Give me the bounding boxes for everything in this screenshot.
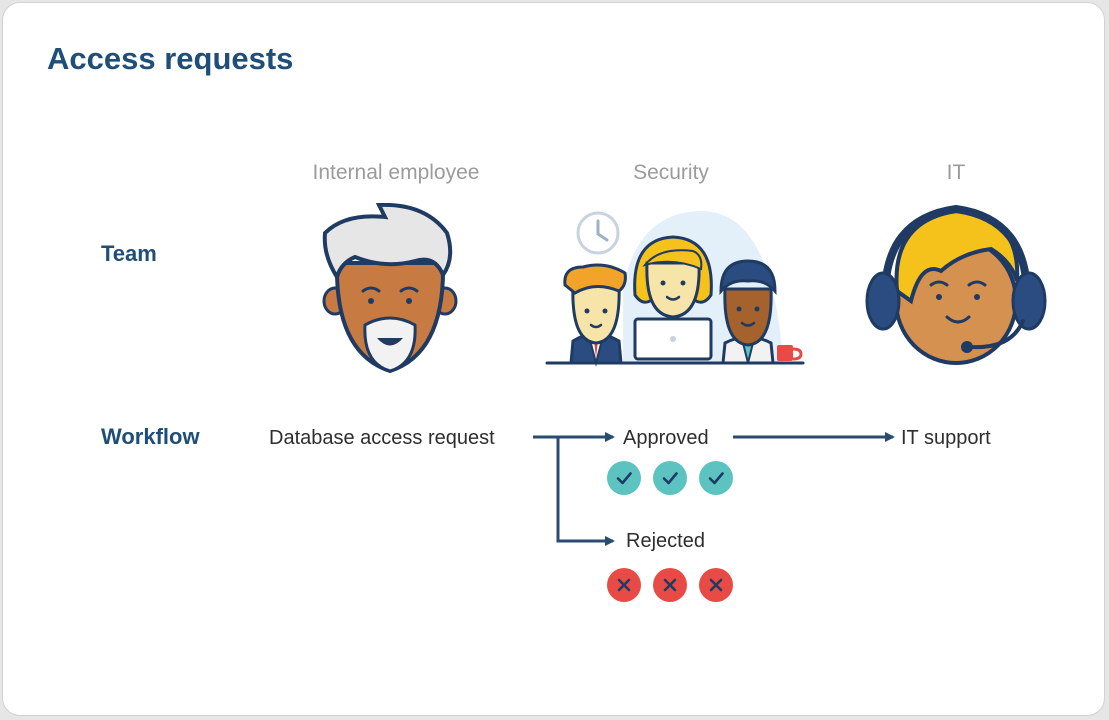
workflow-step-request: Database access request (269, 427, 495, 449)
laptop-icon (633, 317, 713, 361)
column-header-security: Security (633, 161, 709, 184)
x-icon (607, 568, 641, 602)
arrow-request-to-rejected (556, 437, 615, 546)
workflow-step-it-support: IT support (901, 427, 991, 449)
row-label-workflow: Workflow (101, 424, 200, 449)
check-icon (699, 461, 733, 495)
workflow-step-approved: Approved (623, 427, 709, 449)
clock-icon (576, 211, 620, 255)
x-icon (699, 568, 733, 602)
security-team-illustration (545, 211, 805, 367)
workflow-step-rejected: Rejected (626, 530, 705, 552)
x-icon (653, 568, 687, 602)
internal-employee-illustration (322, 203, 458, 374)
check-icon (607, 461, 641, 495)
check-icon (653, 461, 687, 495)
column-header-internal-employee: Internal employee (312, 161, 480, 184)
page-title: Access requests (47, 41, 294, 76)
column-header-it: IT (946, 161, 966, 184)
workflow-arrows (533, 432, 895, 546)
mug-icon (777, 345, 803, 361)
row-label-team: Team (101, 241, 157, 266)
it-support-illustration (865, 204, 1047, 365)
